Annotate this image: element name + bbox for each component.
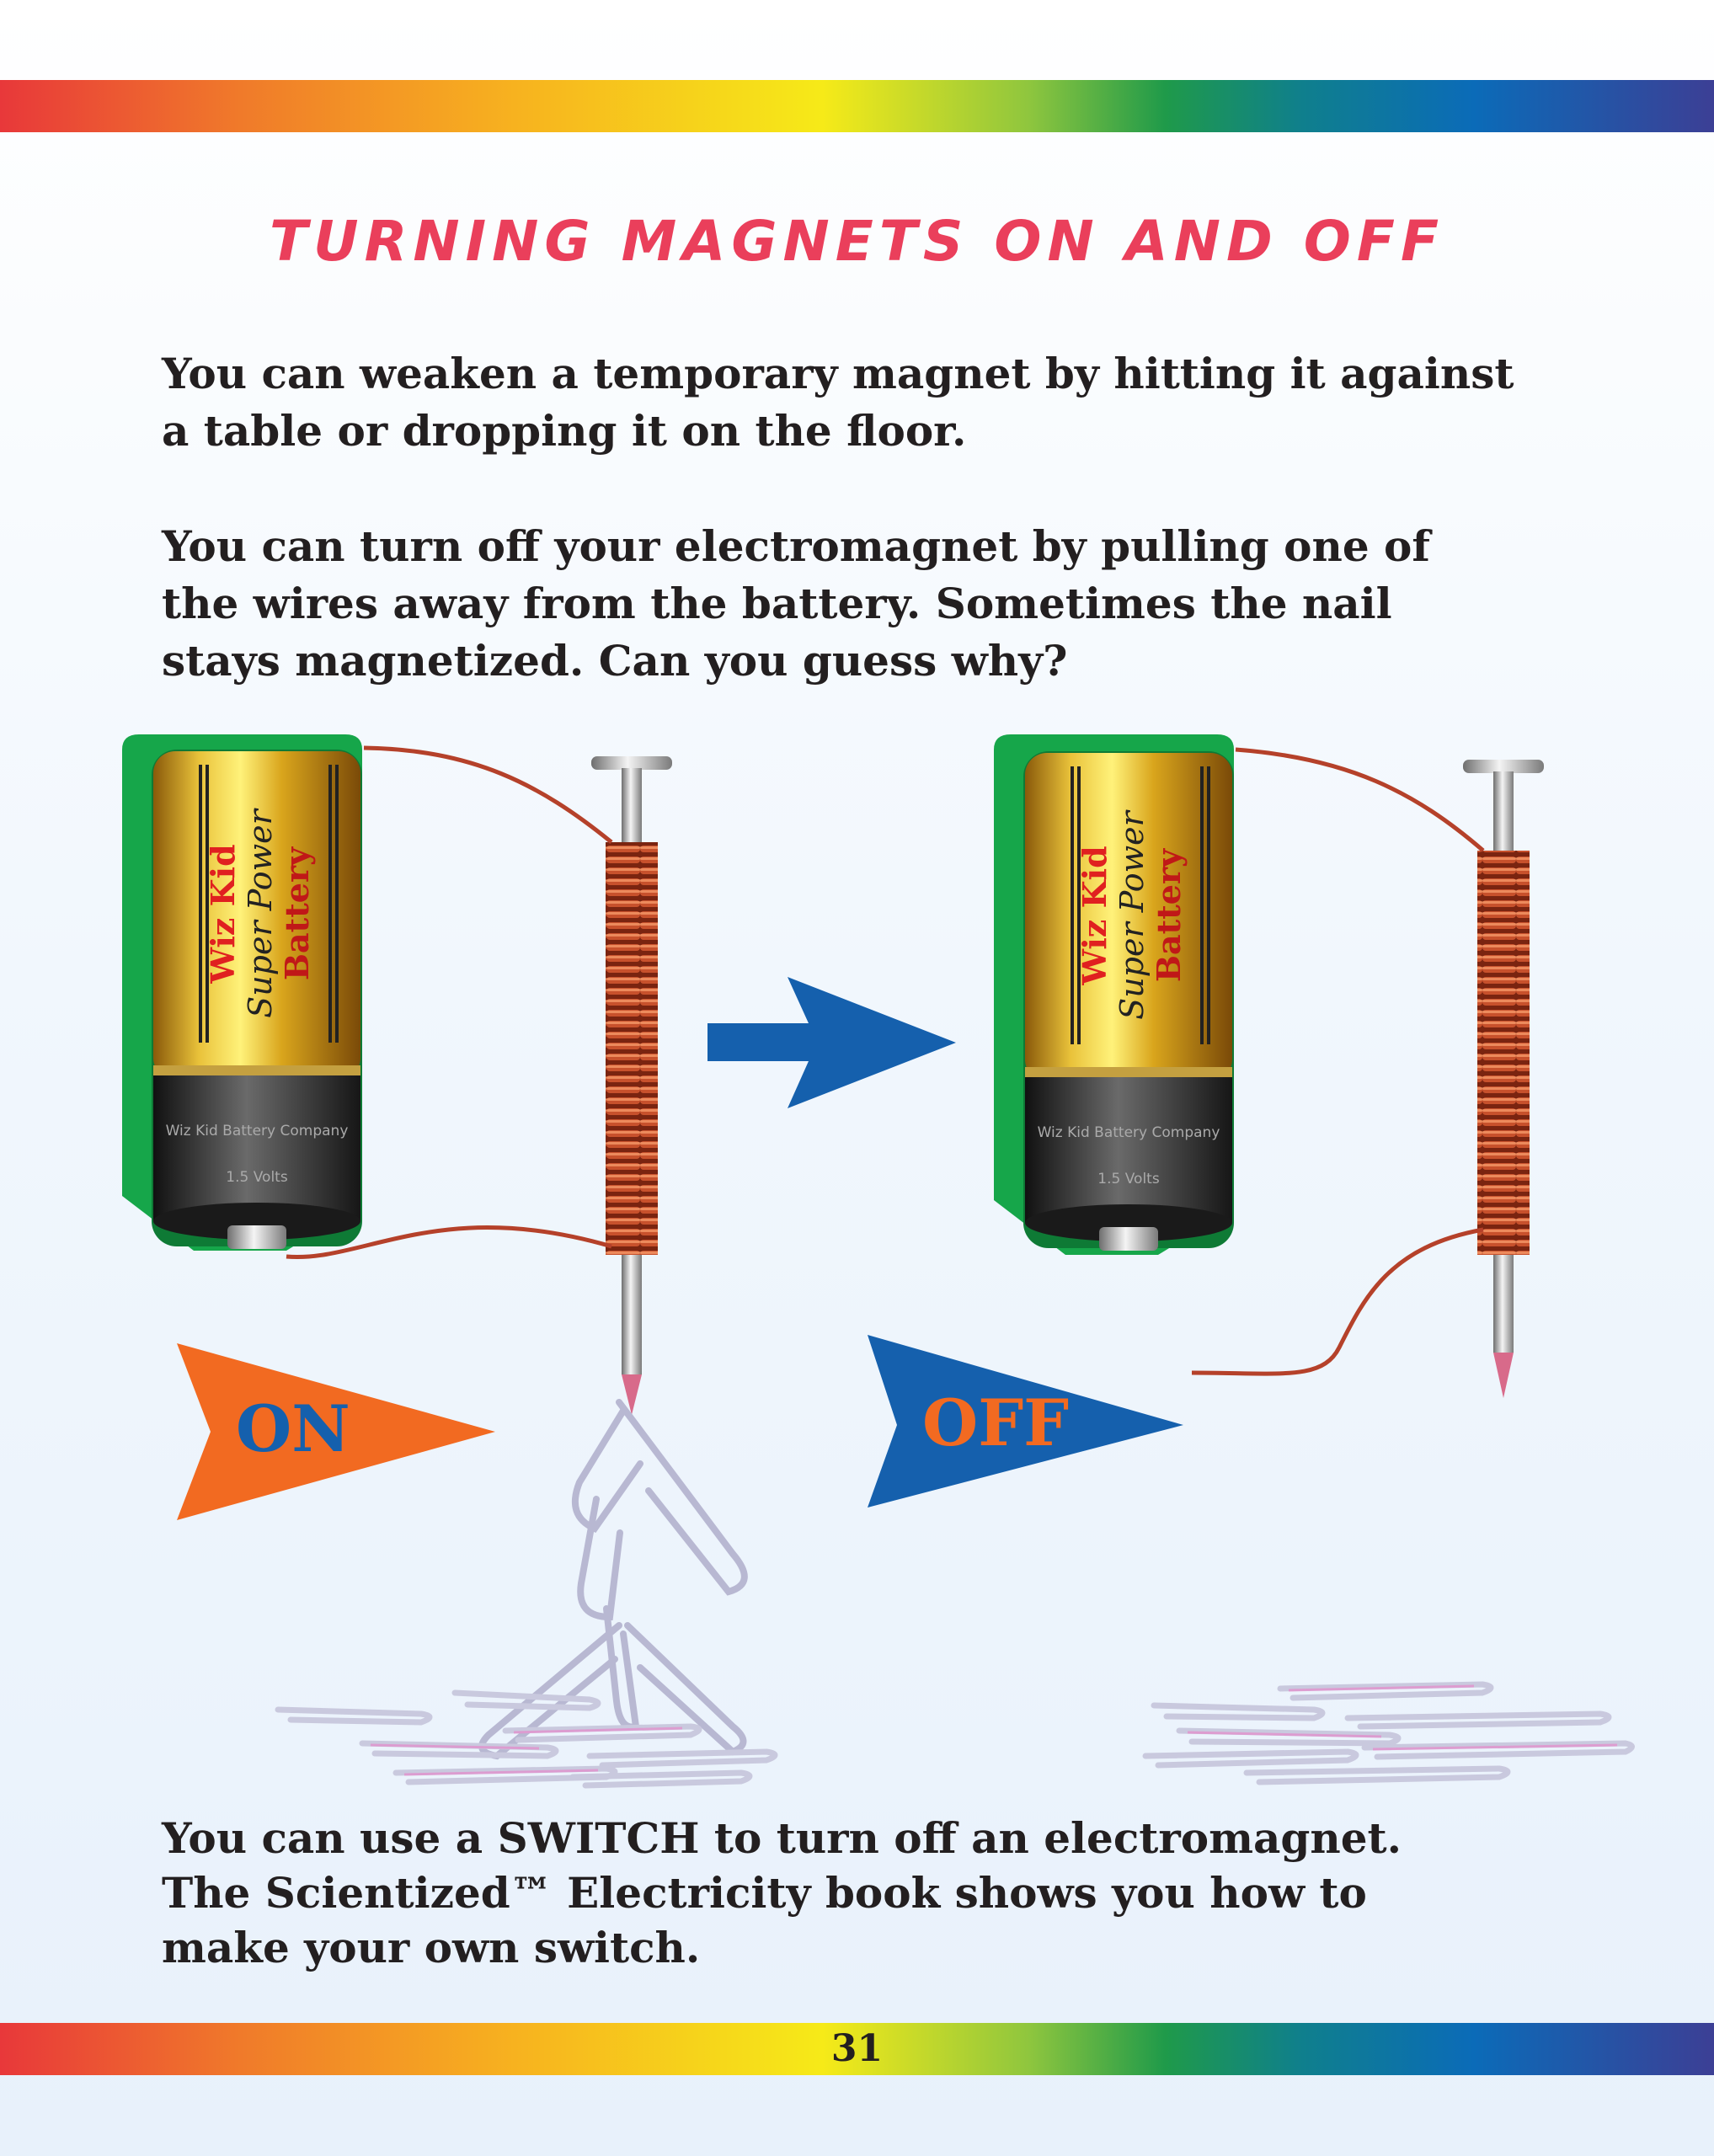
paragraph-switch: You can use a SWITCH to turn off an elec… [162,1813,1402,1972]
wire-top-left [363,745,613,844]
bottom-rainbow-band [0,2023,1714,2075]
on-flag: ON [177,1343,495,1520]
battery-brand-line1: Wiz Kid [204,844,242,984]
on-flag-label: ON [236,1391,350,1466]
off-flag-label: OFF [922,1385,1069,1460]
nail-magnetized [591,756,672,1415]
arrow-right [707,977,956,1108]
top-rainbow-band [0,80,1714,132]
battery-off: Wiz Kid Super Power Battery Wiz Kid Batt… [994,734,1234,1255]
battery-off-brand-line1: Wiz Kid [1076,846,1113,985]
wire-bottom-left [286,1225,612,1260]
wire-top-right [1235,747,1485,852]
battery-brand-line2: Super Power [242,807,279,1017]
paper-clip-chain [478,1399,748,1760]
battery-off-brand-line3: Battery [1150,848,1188,982]
paragraph-weaken-magnet: You can weaken a temporary magnet by hit… [162,349,1514,456]
battery-off-voltage: 1.5 Volts [1097,1171,1160,1187]
battery-company: Wiz Kid Battery Company [166,1123,349,1139]
battery-on: Wiz Kid Super Power Battery Wiz Kid Batt… [122,734,362,1251]
paper-clip-pile-right [1142,1681,1635,1785]
battery-off-company: Wiz Kid Battery Company [1038,1124,1220,1141]
page-title: TURNING MAGNETS ON AND OFF [269,209,1445,274]
paper-clip-pile-left [275,1689,778,1789]
battery-brand-line3: Battery [278,846,316,980]
electromagnet-illustration: Wiz Kid Super Power Battery Wiz Kid Batt… [122,734,1635,1789]
battery-voltage: 1.5 Volts [226,1169,288,1186]
page-number: 31 [830,2027,884,2070]
wire-disconnected [1191,1227,1484,1376]
paragraph-turn-off-electromagnet: You can turn off your electromagnet by p… [162,521,1430,686]
battery-off-brand-line2: Super Power [1113,808,1151,1019]
nail-demagnetized [1463,760,1544,1398]
off-flag: OFF [868,1335,1183,1508]
